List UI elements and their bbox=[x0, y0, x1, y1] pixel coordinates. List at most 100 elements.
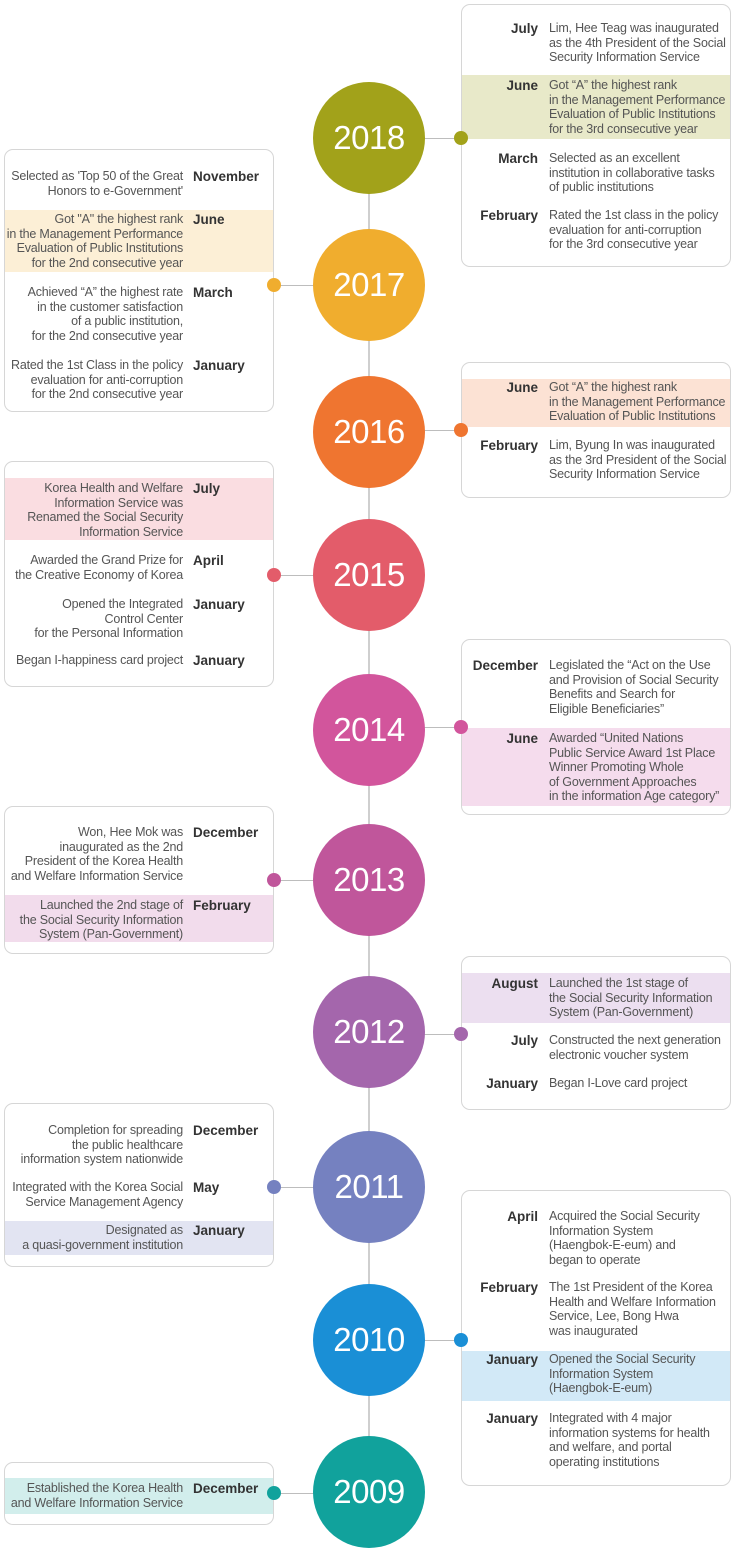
event-entry: June Got “A” the highest rank in the Mana… bbox=[462, 75, 730, 139]
year-circle-2015: 2015 bbox=[313, 519, 425, 631]
event-description: Lim, Hee Teag was inaugurated as the 4th… bbox=[549, 21, 726, 64]
event-month: April bbox=[507, 1209, 538, 1224]
event-entry: February The 1st President of the Korea H… bbox=[462, 1277, 730, 1341]
event-entry: May Integrated with the Korea Social Serv… bbox=[5, 1176, 273, 1214]
event-entry: January Integrated with 4 major informati… bbox=[462, 1409, 730, 1475]
event-description: Got "A" the highest rank in the Manageme… bbox=[6, 212, 183, 270]
event-description: Legislated the “Act on the Use and Provi… bbox=[549, 658, 719, 716]
event-description: Korea Health and Welfare Information Ser… bbox=[27, 481, 183, 539]
event-description: The 1st President of the Korea Health an… bbox=[549, 1280, 716, 1338]
event-month: March bbox=[498, 151, 538, 166]
event-month: January bbox=[193, 653, 245, 668]
event-description: Achieved “A” the highest rate in the cus… bbox=[27, 285, 184, 343]
event-description: Established the Korea Health and Welfare… bbox=[10, 1481, 183, 1510]
event-description: Lim, Byung In was inaugurated as the 3rd… bbox=[549, 438, 727, 481]
event-description: Integrated with the Korea Social Service… bbox=[12, 1180, 183, 1209]
event-description: Won, Hee Mok was inaugurated as the 2nd … bbox=[10, 825, 183, 883]
event-card-2013: December Won, Hee Mok was inaugurated as … bbox=[4, 806, 274, 954]
event-month: February bbox=[480, 208, 538, 223]
event-month: January bbox=[486, 1076, 538, 1091]
event-entry: December Won, Hee Mok was inaugurated as … bbox=[5, 823, 273, 885]
event-month: July bbox=[193, 481, 221, 496]
timeline-dot-2011 bbox=[267, 1180, 281, 1194]
event-entry: July Korea Health and Welfare Information… bbox=[5, 478, 273, 540]
event-month: February bbox=[193, 898, 251, 913]
event-month: January bbox=[486, 1411, 538, 1426]
event-month: February bbox=[480, 438, 538, 453]
event-month: January bbox=[193, 1223, 245, 1238]
timeline-dot-2018 bbox=[454, 131, 468, 145]
event-description: Opened the Social Security Information S… bbox=[549, 1352, 696, 1395]
timeline-dot-2017 bbox=[267, 278, 281, 292]
event-card-2018: July Lim, Hee Teag was inaugurated as the… bbox=[461, 4, 731, 267]
event-entry: February Lim, Byung In was inaugurated as… bbox=[462, 436, 730, 486]
event-month: April bbox=[193, 553, 224, 568]
event-month: January bbox=[193, 358, 245, 373]
event-entry: March Achieved “A” the highest rate in th… bbox=[5, 280, 273, 344]
event-description: Acquired the Social Security Information… bbox=[549, 1209, 700, 1267]
event-month: June bbox=[193, 212, 225, 227]
event-description: Constructed the next generation electron… bbox=[549, 1033, 721, 1062]
event-month: December bbox=[193, 1123, 259, 1138]
event-description: Began I-Love card project bbox=[549, 1076, 688, 1090]
event-description: Awarded the Grand Prize for the Creative… bbox=[15, 553, 183, 582]
event-card-2014: December Legislated the “Act on the Use a… bbox=[461, 639, 731, 815]
event-month: December bbox=[193, 825, 259, 840]
event-card-2010: April Acquired the Social Security Inform… bbox=[461, 1190, 731, 1486]
event-description: Integrated with 4 major information syst… bbox=[549, 1411, 710, 1469]
event-month: June bbox=[506, 731, 538, 746]
event-description: Opened the Integrated Control Center for… bbox=[34, 597, 183, 640]
event-description: Completion for spreading the public heal… bbox=[20, 1123, 184, 1166]
year-circle-2009: 2009 bbox=[313, 1436, 425, 1548]
timeline-axis bbox=[368, 140, 370, 1495]
event-month: January bbox=[486, 1352, 538, 1367]
event-entry: March Selected as an excellent institutio… bbox=[462, 147, 730, 197]
event-month: July bbox=[510, 21, 538, 36]
event-entry: February Launched the 2nd stage of the So… bbox=[5, 895, 273, 942]
event-entry: January Began I-happiness card project bbox=[5, 651, 273, 675]
event-description: Began I-happiness card project bbox=[15, 653, 183, 667]
event-description: Rated the 1st class in the policy evalua… bbox=[549, 208, 719, 251]
event-entry: June Got "A" the highest rank in the Mana… bbox=[5, 210, 273, 272]
event-month: November bbox=[193, 169, 260, 184]
event-description: Got “A” the highest rank in the Manageme… bbox=[549, 380, 726, 423]
event-card-2009: December Established the Korea Health and… bbox=[4, 1462, 274, 1525]
year-circle-2017: 2017 bbox=[313, 229, 425, 341]
timeline-dot-2014 bbox=[454, 720, 468, 734]
event-month: March bbox=[193, 285, 233, 300]
event-month: December bbox=[193, 1481, 259, 1496]
event-entry: July Lim, Hee Teag was inaugurated as the… bbox=[462, 19, 730, 75]
event-description: Designated as a quasi-government institu… bbox=[22, 1223, 183, 1252]
event-month: May bbox=[193, 1180, 220, 1195]
event-month: June bbox=[506, 78, 538, 93]
event-entry: December Completion for spreading the pub… bbox=[5, 1120, 273, 1170]
event-month: February bbox=[480, 1280, 538, 1295]
event-description: Launched the 1st stage of the Social Sec… bbox=[549, 976, 713, 1019]
timeline-dot-2012 bbox=[454, 1027, 468, 1041]
event-description: Rated the 1st Class in the policy evalua… bbox=[11, 358, 183, 401]
year-circle-2016: 2016 bbox=[313, 376, 425, 488]
event-card-2011: December Completion for spreading the pub… bbox=[4, 1103, 274, 1267]
event-description: Selected as an excellent institution in … bbox=[549, 151, 715, 194]
event-entry: February Rated the 1st class in the polic… bbox=[462, 205, 730, 261]
timeline-dot-2013 bbox=[267, 873, 281, 887]
event-month: January bbox=[193, 597, 245, 612]
event-entry: April Acquired the Social Security Inform… bbox=[462, 1207, 730, 1271]
timeline-dot-2009 bbox=[267, 1486, 281, 1500]
event-month: December bbox=[472, 658, 538, 673]
event-description: Launched the 2nd stage of the Social Sec… bbox=[19, 898, 184, 941]
year-circle-2012: 2012 bbox=[313, 976, 425, 1088]
event-entry: January Designated as a quasi-government … bbox=[5, 1221, 273, 1255]
event-description: Got “A” the highest rank in the Manageme… bbox=[549, 78, 726, 136]
event-entry: December Established the Korea Health and… bbox=[5, 1478, 273, 1514]
event-entry: January Opened the Integrated Control Cen… bbox=[5, 593, 273, 643]
timeline-dot-2015 bbox=[267, 568, 281, 582]
event-entry: December Legislated the “Act on the Use a… bbox=[462, 656, 730, 722]
timeline-dot-2016 bbox=[454, 423, 468, 437]
